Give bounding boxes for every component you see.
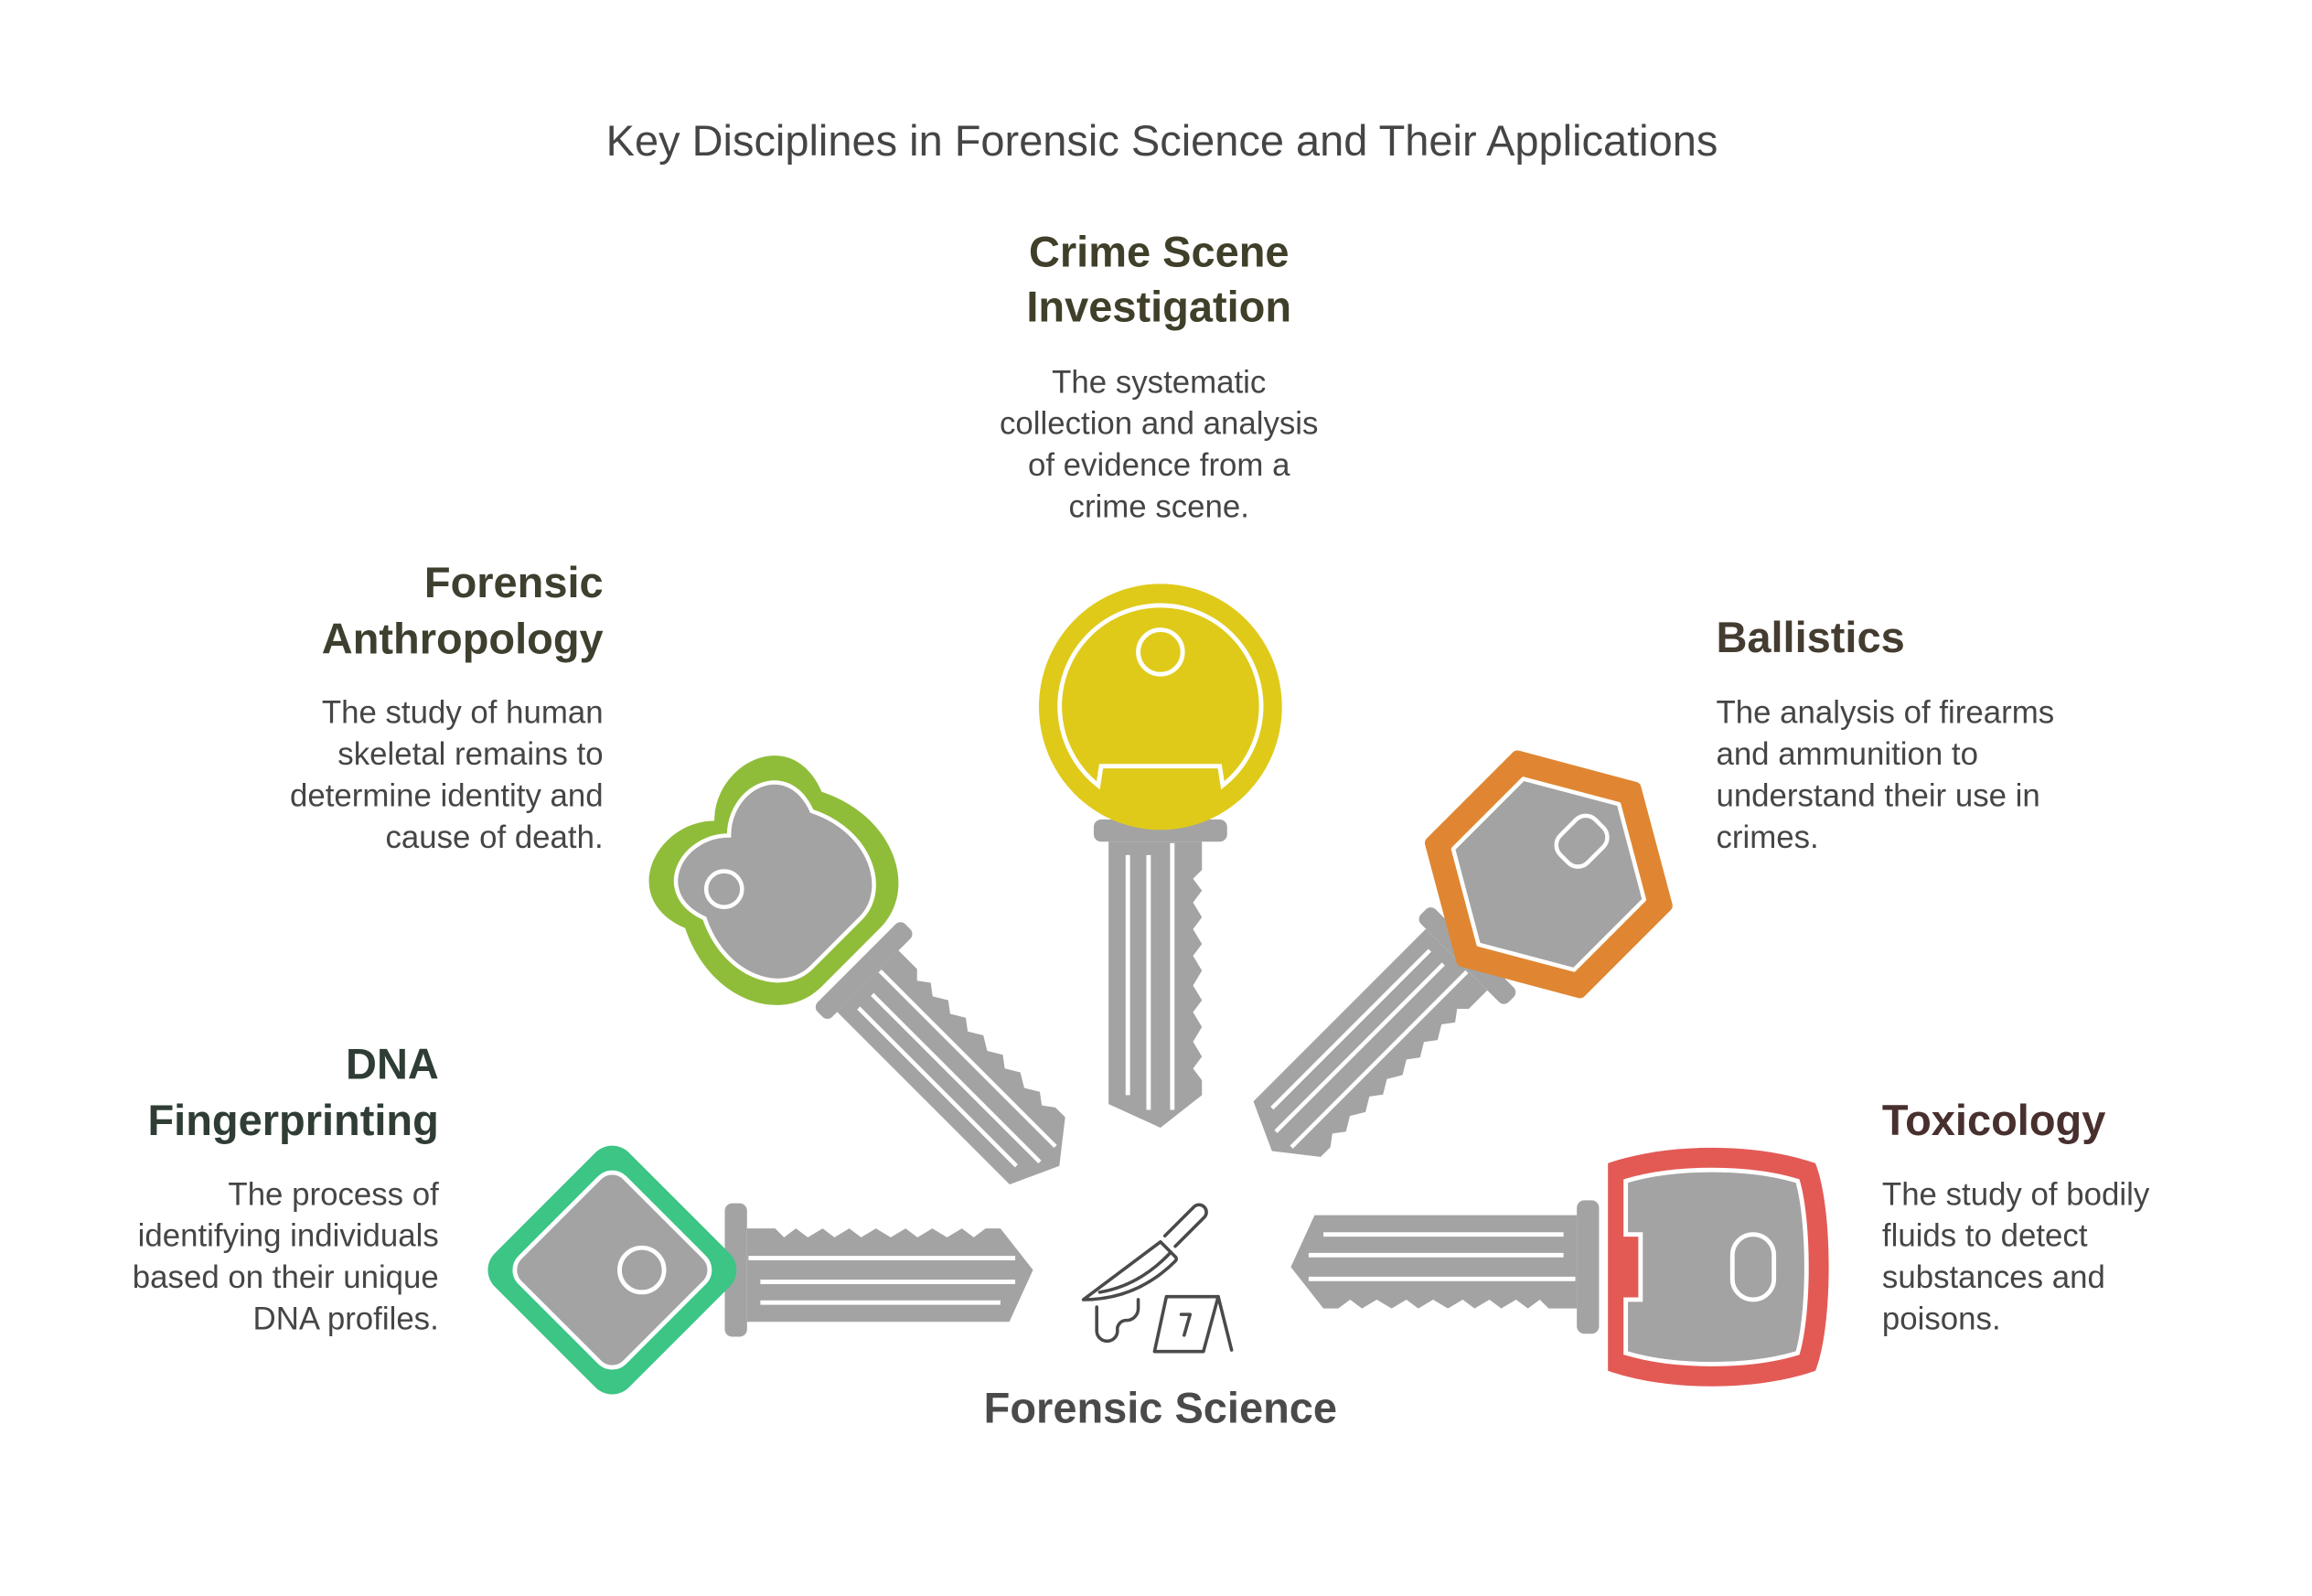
- discipline-desc: cause of death.: [385, 819, 603, 855]
- discipline-desc: collection and analysis: [1000, 406, 1318, 442]
- ballistics-key: [1198, 750, 1673, 1225]
- discipline-desc: crime scene.: [1069, 488, 1249, 524]
- discipline-title: Toxicology: [1882, 1096, 2105, 1144]
- discipline-desc: crimes.: [1716, 819, 1818, 855]
- crime-scene-key: [1039, 584, 1282, 1128]
- center-label: Forensic Science: [984, 1383, 1337, 1431]
- anthropology-key: [648, 755, 1138, 1244]
- knife-evidence-marker-icon: [1081, 1203, 1234, 1354]
- discipline-desc: identifying individuals: [138, 1218, 439, 1254]
- toxicology-text: Toxicology The study of bodily fluids to…: [1882, 1096, 2150, 1336]
- discipline-desc: and ammunition to: [1716, 736, 1978, 772]
- discipline-desc: The study of human: [322, 695, 604, 731]
- discipline-desc: poisons.: [1882, 1301, 2001, 1336]
- discipline-title: Investigation: [1026, 283, 1291, 331]
- discipline-title: Forensic: [424, 558, 604, 606]
- discipline-title: Crime Scene: [1029, 228, 1290, 276]
- discipline-desc: The analysis of firearms: [1716, 695, 2054, 731]
- discipline-title: Anthropology: [322, 615, 604, 663]
- discipline-desc: substances and: [1882, 1259, 2105, 1295]
- discipline-desc: fluids to detect: [1882, 1218, 2088, 1254]
- discipline-title: DNA: [346, 1040, 439, 1088]
- dna-fingerprinting-key: [487, 1145, 1033, 1395]
- ballistics-text: Ballistics The analysis of firearms and …: [1716, 613, 2054, 855]
- discipline-desc: The process of: [228, 1176, 439, 1212]
- discipline-desc: of evidence from a: [1028, 447, 1290, 483]
- discipline-desc: The systematic: [1052, 364, 1266, 400]
- discipline-desc: DNA profiles.: [253, 1301, 439, 1336]
- discipline-title: Ballistics: [1716, 613, 1904, 661]
- diagram-title: Key Disciplines in Forensic Science and …: [606, 116, 1718, 165]
- discipline-desc: determine identity and: [290, 777, 604, 813]
- discipline-title: Fingerprinting: [147, 1096, 438, 1144]
- key-head-yellow: [1039, 584, 1282, 830]
- discipline-desc: understand their use in: [1716, 777, 2039, 813]
- anthropology-text: Forensic Anthropology The study of human…: [290, 558, 604, 855]
- discipline-desc: skeletal remains to: [337, 736, 603, 772]
- dna-fingerprinting-text: DNA Fingerprinting The process of identi…: [133, 1040, 439, 1337]
- discipline-desc: The study of bodily: [1882, 1176, 2150, 1212]
- toxicology-key: [1290, 1147, 1829, 1387]
- crime-scene-text: Crime Scene Investigation The systematic…: [1000, 228, 1318, 525]
- discipline-desc: based on their unique: [133, 1259, 439, 1295]
